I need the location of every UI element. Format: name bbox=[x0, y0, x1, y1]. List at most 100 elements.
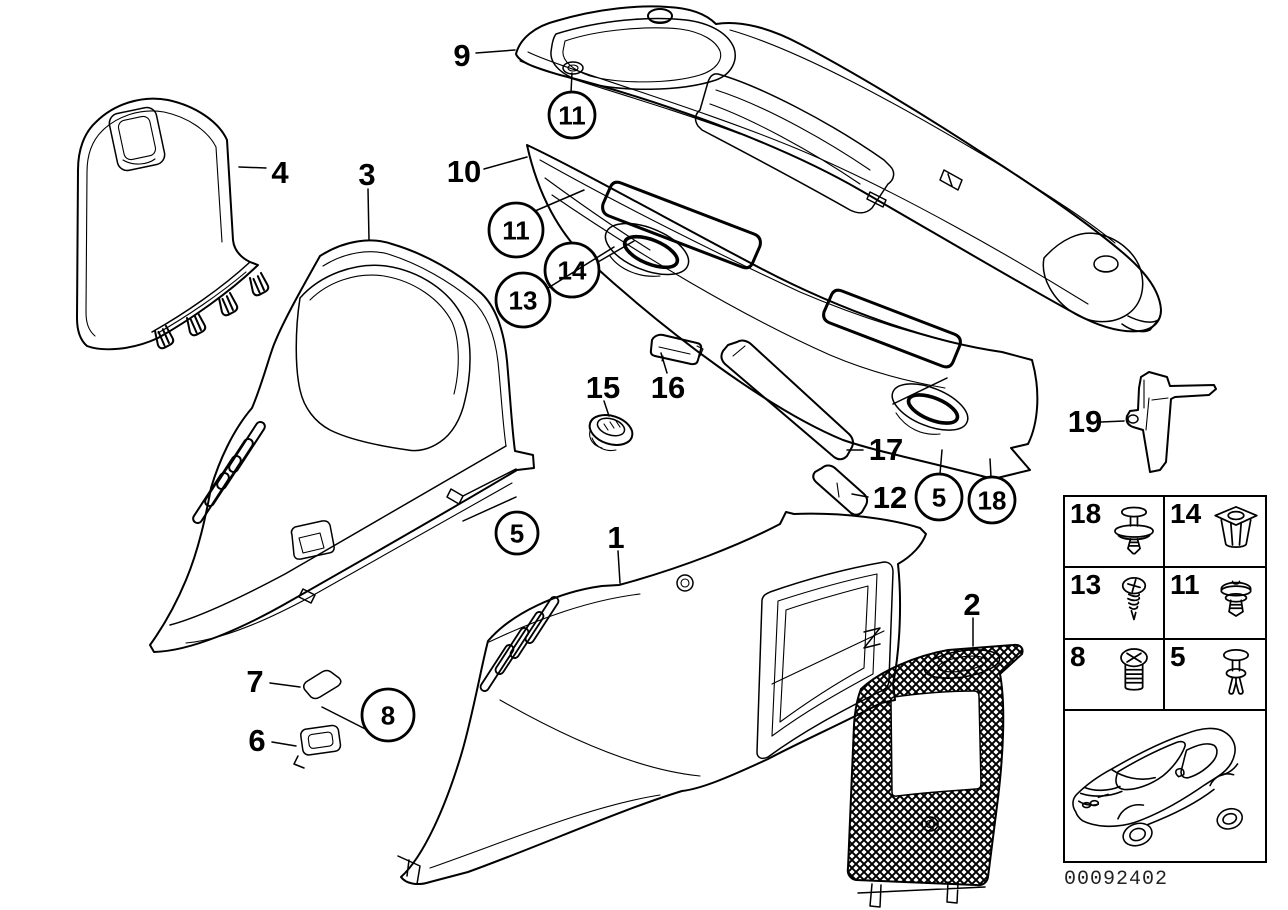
part-9-parcel-shelf bbox=[515, 5, 1162, 333]
callout-19-12[interactable]: 19 bbox=[1068, 404, 1125, 439]
callout-number: 11 bbox=[558, 100, 586, 130]
callout-circle bbox=[914, 472, 964, 522]
part-4-cover-panel bbox=[76, 97, 271, 351]
part-10-trunk-lid-trim bbox=[526, 144, 1039, 480]
callout-15-4[interactable]: 15 bbox=[586, 370, 620, 417]
legend-item-number: 11 bbox=[1170, 569, 1200, 600]
callout-5-circled-19[interactable]: 5 bbox=[914, 449, 964, 522]
screw-icon bbox=[1108, 573, 1160, 633]
legend-item-number: 13 bbox=[1070, 569, 1102, 600]
callout-18-circled-20[interactable]: 18 bbox=[967, 458, 1017, 525]
callout-number: 13 bbox=[509, 285, 538, 315]
leader-line bbox=[939, 449, 943, 475]
leader-line bbox=[570, 72, 573, 93]
part-2-trim-frame bbox=[846, 643, 1024, 908]
legend-item-number: 5 bbox=[1170, 641, 1186, 672]
legend-cell-13: 13 bbox=[1065, 568, 1165, 640]
callout-10-3[interactable]: 10 bbox=[447, 154, 528, 189]
callout-number: 4 bbox=[271, 155, 289, 190]
leader-line bbox=[238, 166, 267, 169]
callout-number: 16 bbox=[651, 370, 685, 405]
callout-number: 19 bbox=[1068, 404, 1102, 439]
callout-8-circled-18[interactable]: 8 bbox=[321, 687, 416, 743]
part-19-bracket bbox=[1125, 371, 1217, 473]
part-17-strip bbox=[720, 339, 854, 461]
callout-number: 2 bbox=[963, 587, 980, 622]
legend-cell-14: 14 bbox=[1165, 497, 1265, 568]
leader-line bbox=[475, 49, 516, 54]
callout-circle bbox=[487, 201, 545, 259]
legend-cell-8: 8 bbox=[1065, 640, 1165, 711]
part-15-grommet bbox=[588, 414, 634, 452]
callout-5-circled-17[interactable]: 5 bbox=[494, 510, 540, 556]
part-6-clip bbox=[293, 724, 342, 769]
countersunk-screw-icon bbox=[1108, 645, 1160, 705]
callout-number: 6 bbox=[248, 723, 265, 758]
legend-cell-18: 18 bbox=[1065, 497, 1165, 568]
expansion-nut-icon bbox=[1210, 502, 1262, 562]
legend-cell-5: 5 bbox=[1165, 640, 1265, 711]
callout-number: 17 bbox=[869, 432, 903, 467]
callout-circle bbox=[547, 90, 597, 140]
leader-line bbox=[660, 352, 668, 374]
callout-1-8[interactable]: 1 bbox=[607, 520, 625, 584]
leader-line bbox=[367, 188, 370, 241]
callout-11-circled-13[interactable]: 11 bbox=[547, 72, 597, 140]
part-1-side-trim bbox=[397, 511, 927, 886]
fastener-range-lines bbox=[462, 377, 948, 522]
callout-number: 8 bbox=[381, 700, 395, 730]
part-3-wheel-arch-trim bbox=[149, 239, 535, 653]
callout-number: 15 bbox=[586, 370, 620, 405]
car-silhouette bbox=[1065, 711, 1265, 861]
callout-number: 1 bbox=[607, 520, 624, 555]
part-12-strip bbox=[812, 464, 869, 516]
expanding-rivet-icon bbox=[1210, 645, 1262, 705]
callout-circle bbox=[543, 241, 601, 299]
callout-number: 10 bbox=[447, 154, 481, 189]
callout-3-2[interactable]: 3 bbox=[358, 157, 376, 241]
callout-7-10[interactable]: 7 bbox=[246, 664, 301, 699]
callout-number: 3 bbox=[358, 157, 375, 192]
legend-cell-11: 11 bbox=[1165, 568, 1265, 640]
leader-line bbox=[617, 550, 621, 584]
callout-number: 12 bbox=[873, 480, 907, 515]
leader-line bbox=[1100, 420, 1125, 423]
callout-14-circled-15[interactable]: 14 bbox=[543, 240, 635, 299]
leader-line bbox=[851, 493, 869, 498]
callout-circle bbox=[494, 271, 552, 329]
callout-circle bbox=[360, 687, 416, 743]
leader-line bbox=[597, 240, 635, 263]
callout-13-circled-16[interactable]: 13 bbox=[494, 246, 615, 329]
leader-line bbox=[483, 156, 528, 170]
leader-line bbox=[547, 246, 615, 289]
legend-item-number: 14 bbox=[1170, 498, 1202, 529]
callout-circle bbox=[494, 510, 540, 556]
callout-4-1[interactable]: 4 bbox=[238, 155, 289, 190]
callout-number: 5 bbox=[932, 482, 946, 512]
callout-number: 11 bbox=[502, 215, 530, 245]
callout-2-9[interactable]: 2 bbox=[963, 587, 981, 647]
callout-9-0[interactable]: 9 bbox=[453, 38, 516, 73]
leader-line bbox=[269, 682, 301, 688]
legend-item-number: 18 bbox=[1070, 498, 1102, 529]
leader-line bbox=[271, 741, 297, 747]
trim-clip-icon bbox=[1210, 573, 1262, 633]
push-rivet-icon bbox=[1108, 502, 1160, 562]
callout-12-7[interactable]: 12 bbox=[851, 480, 907, 515]
callout-number: 7 bbox=[246, 664, 263, 699]
leader-line bbox=[603, 400, 610, 417]
callout-circle bbox=[967, 475, 1017, 525]
callout-11-circled-14[interactable]: 11 bbox=[487, 189, 585, 259]
part-7-pad bbox=[302, 669, 342, 700]
callout-number: 5 bbox=[510, 518, 524, 548]
diagram-id-code: 00092402 bbox=[1064, 868, 1169, 891]
leader-line bbox=[534, 189, 585, 212]
callout-number: 9 bbox=[453, 38, 470, 73]
callout-17-6[interactable]: 17 bbox=[846, 432, 903, 467]
callout-number: 18 bbox=[978, 485, 1007, 515]
callout-16-5[interactable]: 16 bbox=[651, 352, 685, 405]
callout-number: 14 bbox=[558, 255, 587, 285]
callout-6-11[interactable]: 6 bbox=[248, 723, 297, 758]
